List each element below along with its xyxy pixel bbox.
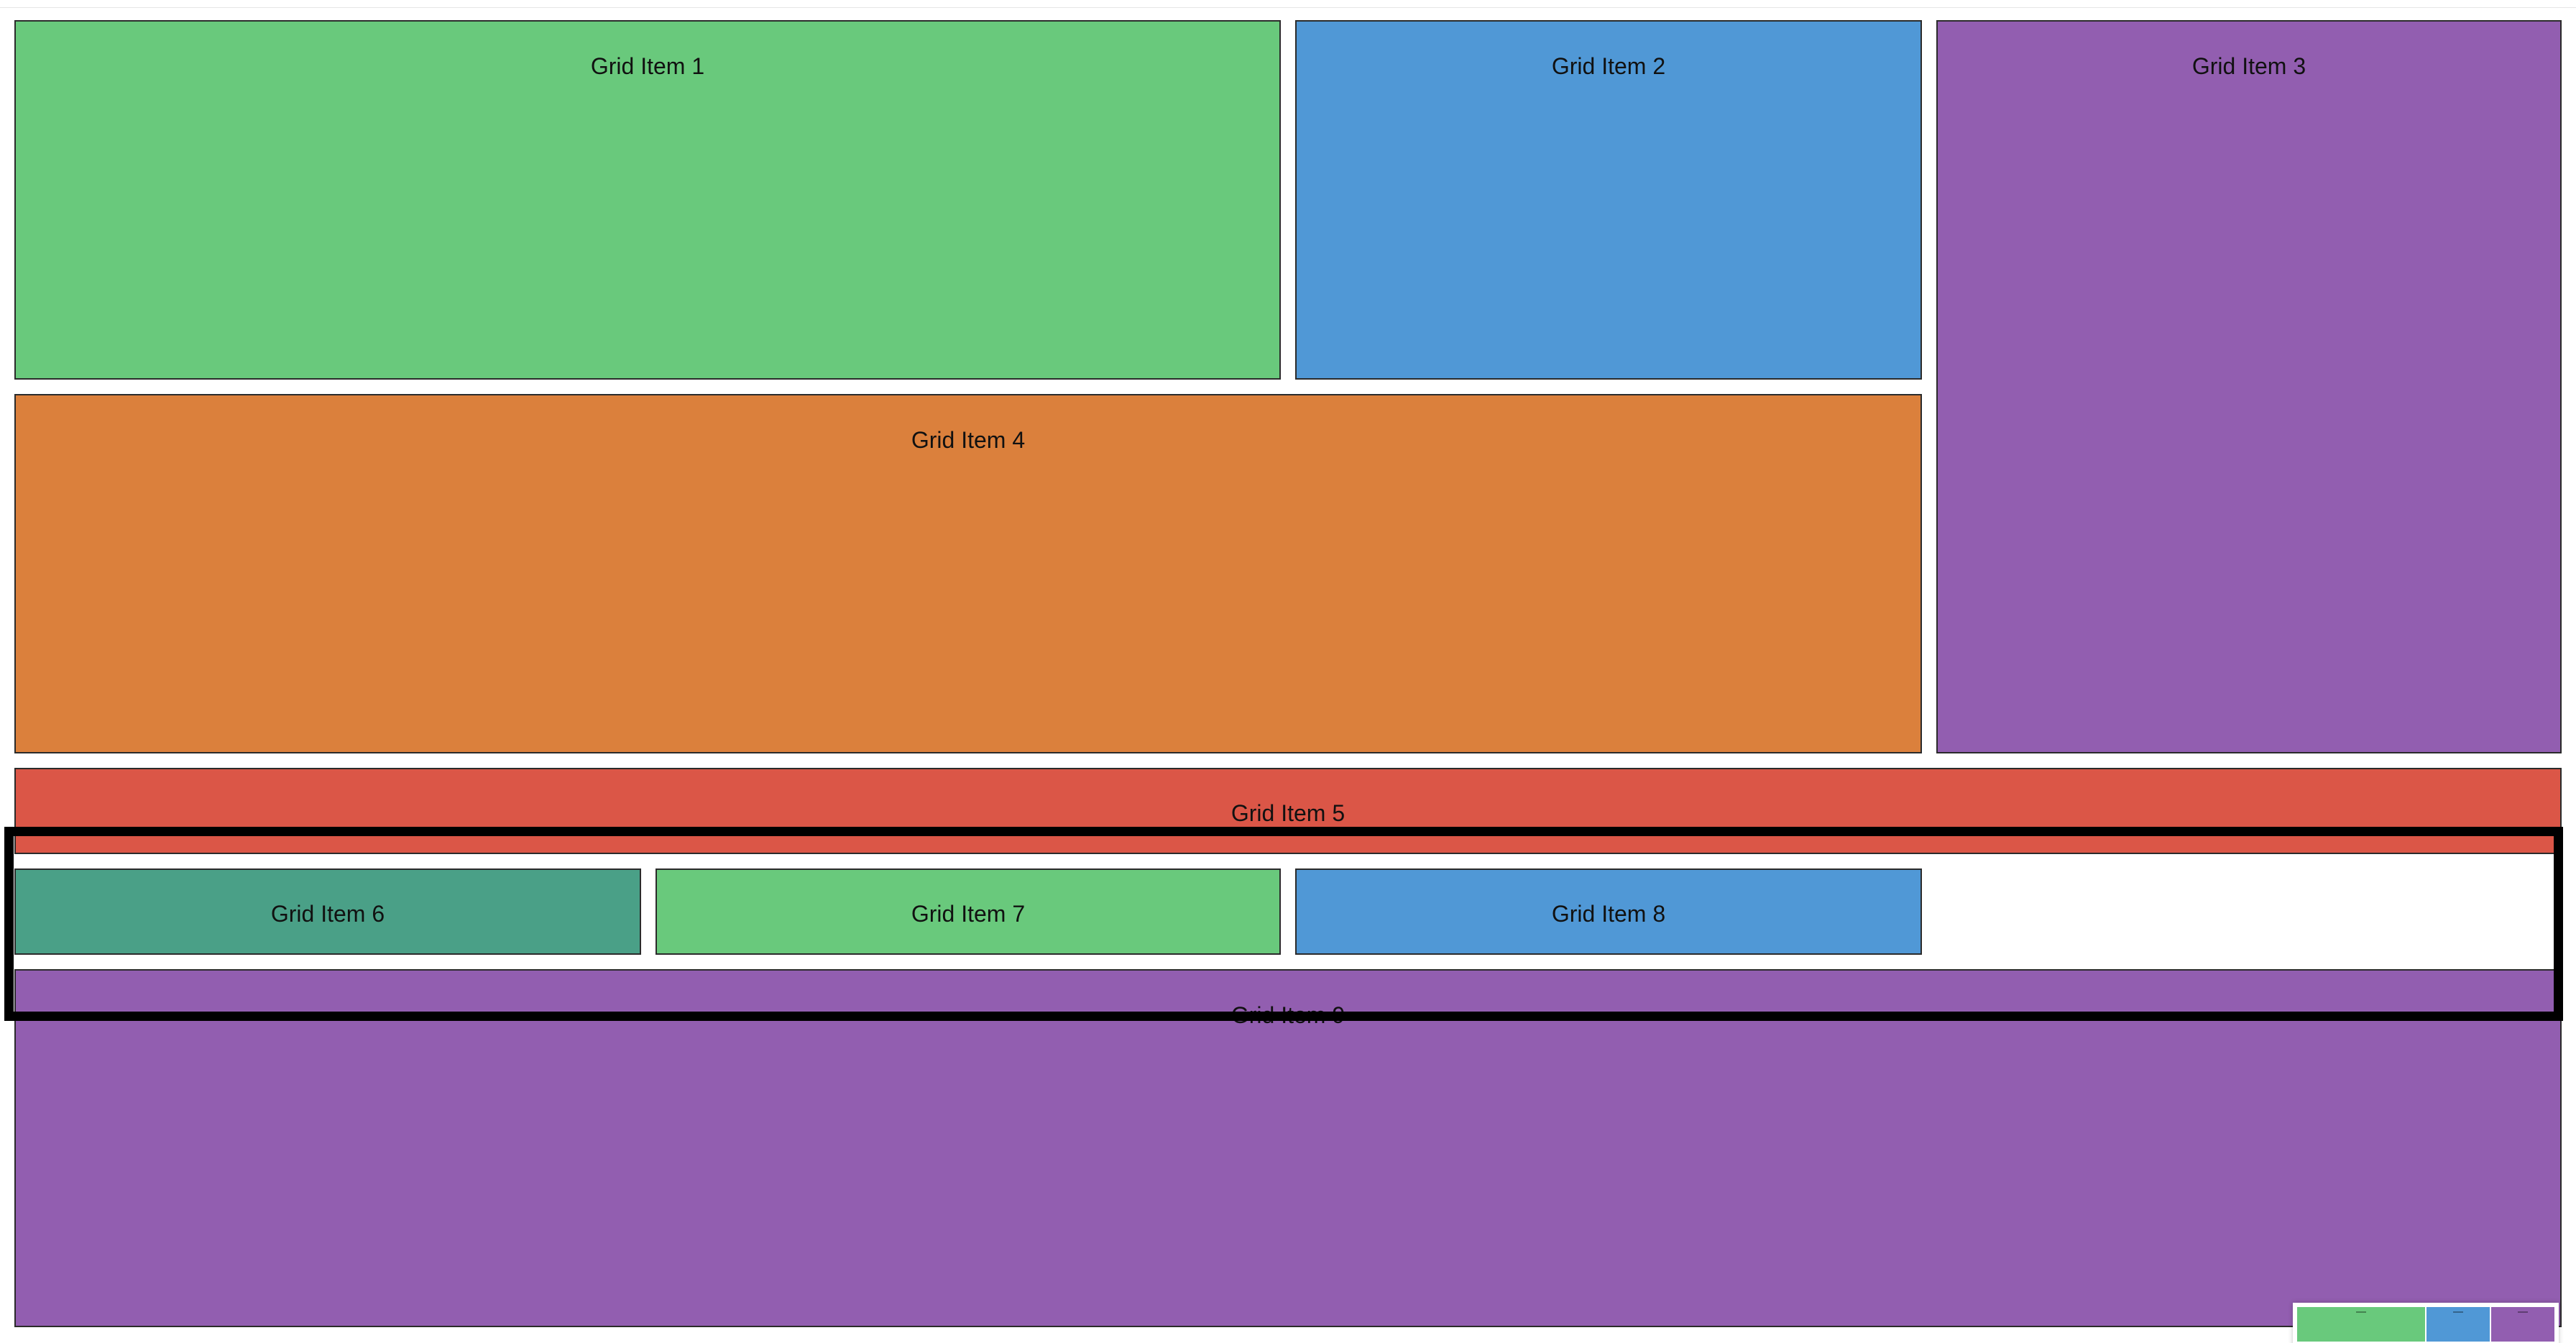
grid-item-6[interactable]: Grid Item 6: [14, 868, 641, 955]
grid-item-2-label: Grid Item 2: [1551, 53, 1666, 79]
grid-item-2[interactable]: Grid Item 2: [1295, 20, 1922, 380]
minimap-cell-3[interactable]: [2491, 1307, 2554, 1342]
grid-item-4-label: Grid Item 4: [911, 427, 1026, 453]
grid-item-7-label: Grid Item 7: [911, 901, 1026, 927]
minimap-preview[interactable]: [2293, 1303, 2559, 1343]
grid-item-4[interactable]: Grid Item 4: [14, 394, 1922, 753]
grid-item-8[interactable]: Grid Item 8: [1295, 868, 1922, 955]
grid-item-8-label: Grid Item 8: [1551, 901, 1666, 927]
grid-item-9[interactable]: Grid Item 9: [14, 969, 2562, 1327]
minimap-cell-1[interactable]: [2297, 1307, 2426, 1342]
grid-item-9-label: Grid Item 9: [1230, 1002, 1346, 1028]
grid-item-5[interactable]: Grid Item 5: [14, 768, 2562, 854]
grid-item-3[interactable]: Grid Item 3: [1936, 20, 2562, 753]
grid-item-3-label: Grid Item 3: [2191, 53, 2306, 79]
grid-item-7[interactable]: Grid Item 7: [656, 868, 1281, 955]
grid-item-1[interactable]: Grid Item 1: [14, 20, 1281, 380]
grid-item-6-label: Grid Item 6: [270, 901, 385, 927]
grid-item-1-label: Grid Item 1: [590, 53, 705, 79]
minimap-cell-2[interactable]: [2426, 1307, 2491, 1342]
top-divider: [0, 0, 2576, 8]
grid-item-5-label: Grid Item 5: [1230, 800, 1346, 826]
